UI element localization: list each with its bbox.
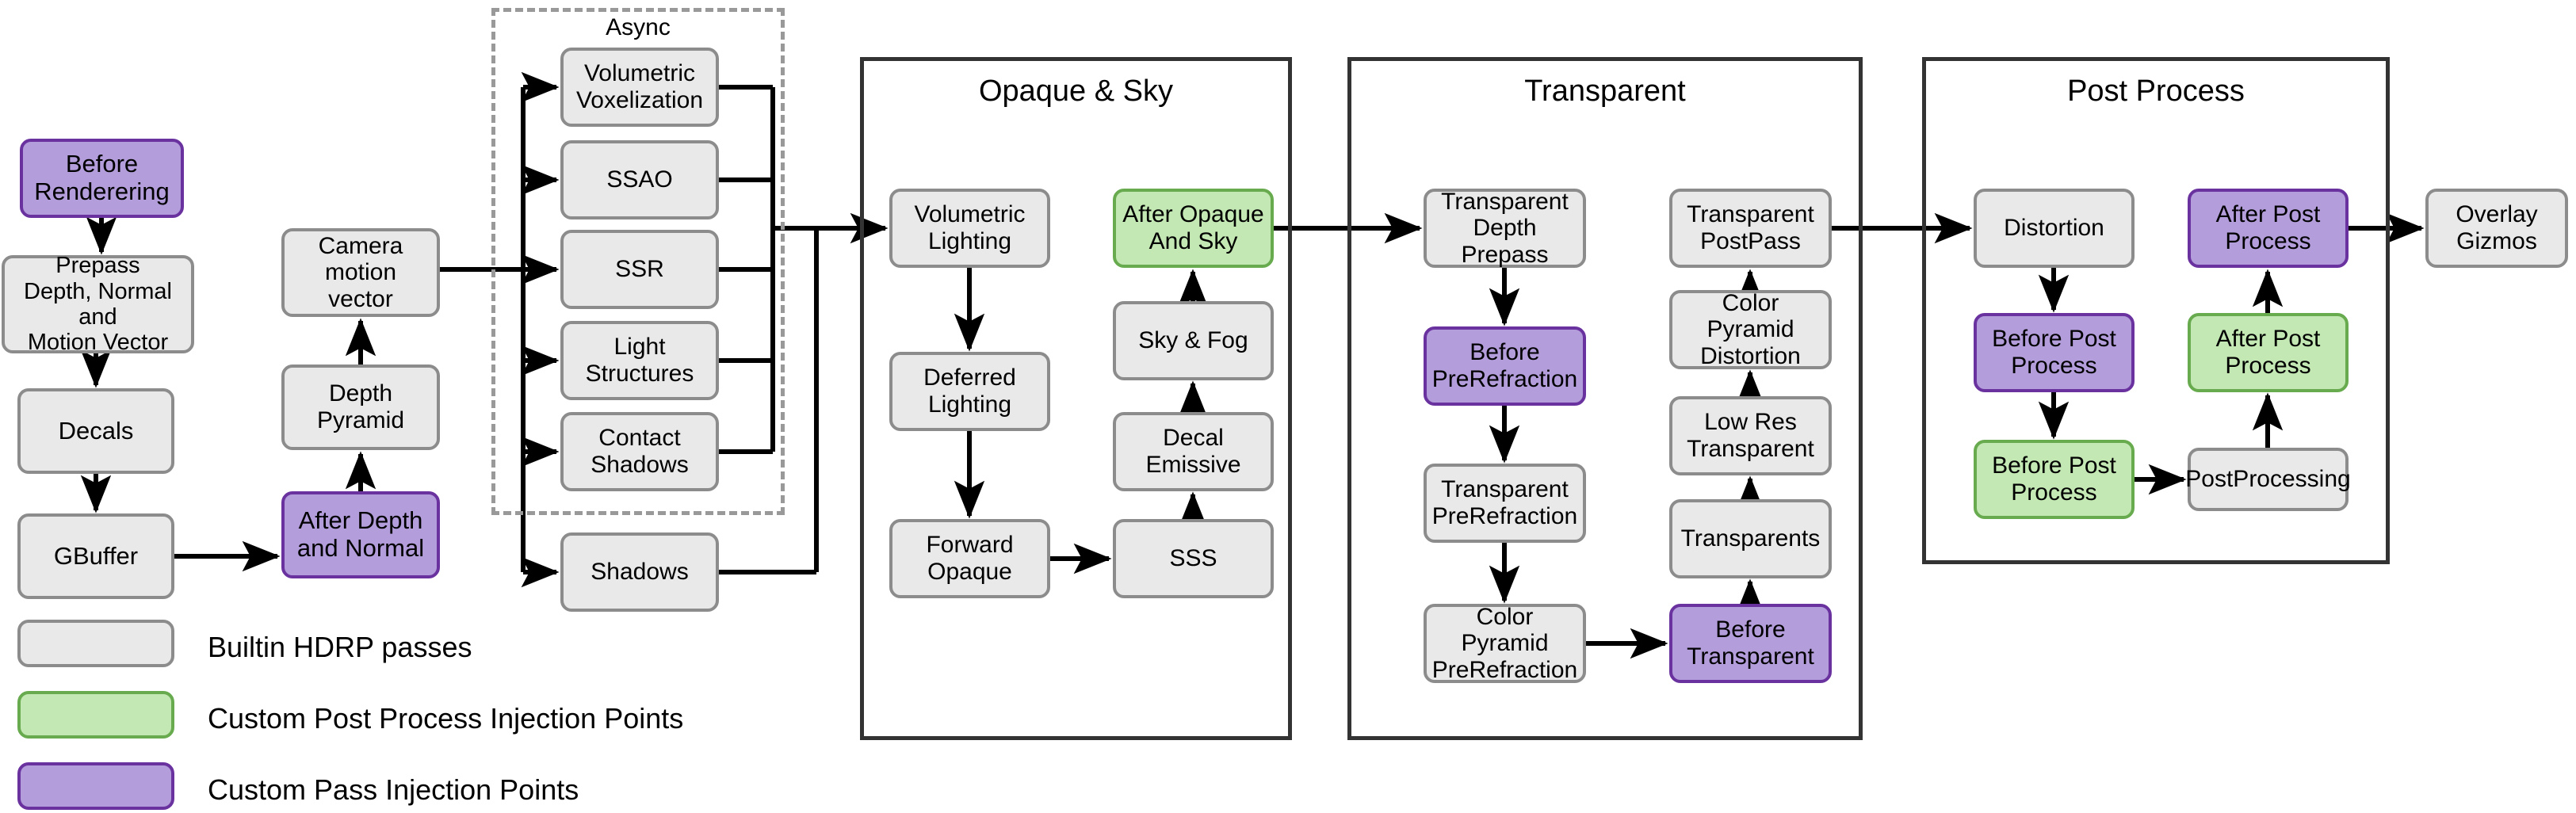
node-low-res-transparent[interactable]: Low Res Transparent	[1669, 396, 1832, 475]
node-before-post-process-pass[interactable]: Before Post Process	[1974, 313, 2135, 392]
node-contact-shadows[interactable]: Contact Shadows	[560, 412, 719, 491]
node-before-prerefraction[interactable]: Before PreRefraction	[1424, 326, 1586, 406]
group-title-transparent: Transparent	[1524, 74, 1686, 108]
node-color-pyramid-prerefraction[interactable]: Color Pyramid PreRefraction	[1424, 604, 1586, 683]
group-post-process	[1922, 57, 2390, 564]
node-before-transparent[interactable]: Before Transparent	[1669, 604, 1832, 683]
legend-custom-post-swatch	[17, 691, 174, 739]
node-transparent-prerefraction[interactable]: Transparent PreRefraction	[1424, 464, 1586, 543]
node-decal-emissive[interactable]: Decal Emissive	[1113, 412, 1274, 491]
node-transparents[interactable]: Transparents	[1669, 499, 1832, 578]
group-title-async: Async	[606, 14, 671, 40]
node-overlay-gizmos[interactable]: Overlay Gizmos	[2425, 189, 2568, 268]
node-shadows[interactable]: Shadows	[560, 532, 719, 612]
node-ssao[interactable]: SSAO	[560, 140, 719, 219]
node-deferred-lighting[interactable]: Deferred Lighting	[889, 352, 1050, 431]
node-camera-motion-vector[interactable]: Camera motion vector	[281, 228, 440, 317]
node-before-post-process-post[interactable]: Before Post Process	[1974, 440, 2135, 519]
group-opaque-sky	[860, 57, 1292, 740]
group-transparent	[1347, 57, 1863, 740]
node-decals[interactable]: Decals	[17, 388, 174, 474]
node-sss[interactable]: SSS	[1113, 519, 1274, 598]
node-postprocessing[interactable]: PostProcessing	[2185, 448, 2351, 511]
group-async	[491, 8, 785, 515]
legend-custom-post-label: Custom Post Process Injection Points	[208, 702, 684, 735]
group-title-post-process: Post Process	[2067, 74, 2245, 108]
node-gbuffer[interactable]: GBuffer	[17, 513, 174, 599]
legend-builtin-swatch	[17, 620, 174, 667]
node-after-post-process-post[interactable]: After Post Process	[2188, 313, 2349, 392]
node-ssr[interactable]: SSR	[560, 230, 719, 309]
node-depth-pyramid[interactable]: Depth Pyramid	[281, 365, 440, 450]
node-transparent-postpass[interactable]: Transparent PostPass	[1669, 189, 1832, 268]
node-light-structures[interactable]: Light Structures	[560, 321, 719, 400]
node-sky-and-fog[interactable]: Sky & Fog	[1113, 301, 1274, 380]
group-title-opaque-sky: Opaque & Sky	[978, 74, 1174, 108]
node-forward-opaque[interactable]: Forward Opaque	[889, 519, 1050, 598]
node-transparent-depth-prepass[interactable]: Transparent Depth Prepass	[1424, 189, 1586, 268]
node-volumetric-voxelization[interactable]: Volumetric Voxelization	[560, 48, 719, 127]
node-color-pyramid-distortion[interactable]: Color Pyramid Distortion	[1669, 290, 1832, 369]
legend-builtin-label: Builtin HDRP passes	[208, 631, 472, 663]
node-after-depth-and-normal[interactable]: After Depth and Normal	[281, 491, 440, 578]
node-volumetric-lighting[interactable]: Volumetric Lighting	[889, 189, 1050, 268]
legend-custom-pass-swatch	[17, 762, 174, 810]
node-after-opaque-and-sky[interactable]: After Opaque And Sky	[1113, 189, 1274, 268]
node-after-post-process-pass[interactable]: After Post Process	[2188, 189, 2349, 268]
legend-custom-pass-label: Custom Pass Injection Points	[208, 773, 579, 806]
node-prepass[interactable]: Prepass Depth, Normal and Motion Vector	[2, 253, 194, 355]
node-before-rendering[interactable]: Before Renderering	[20, 139, 184, 218]
node-distortion[interactable]: Distortion	[1974, 189, 2135, 268]
